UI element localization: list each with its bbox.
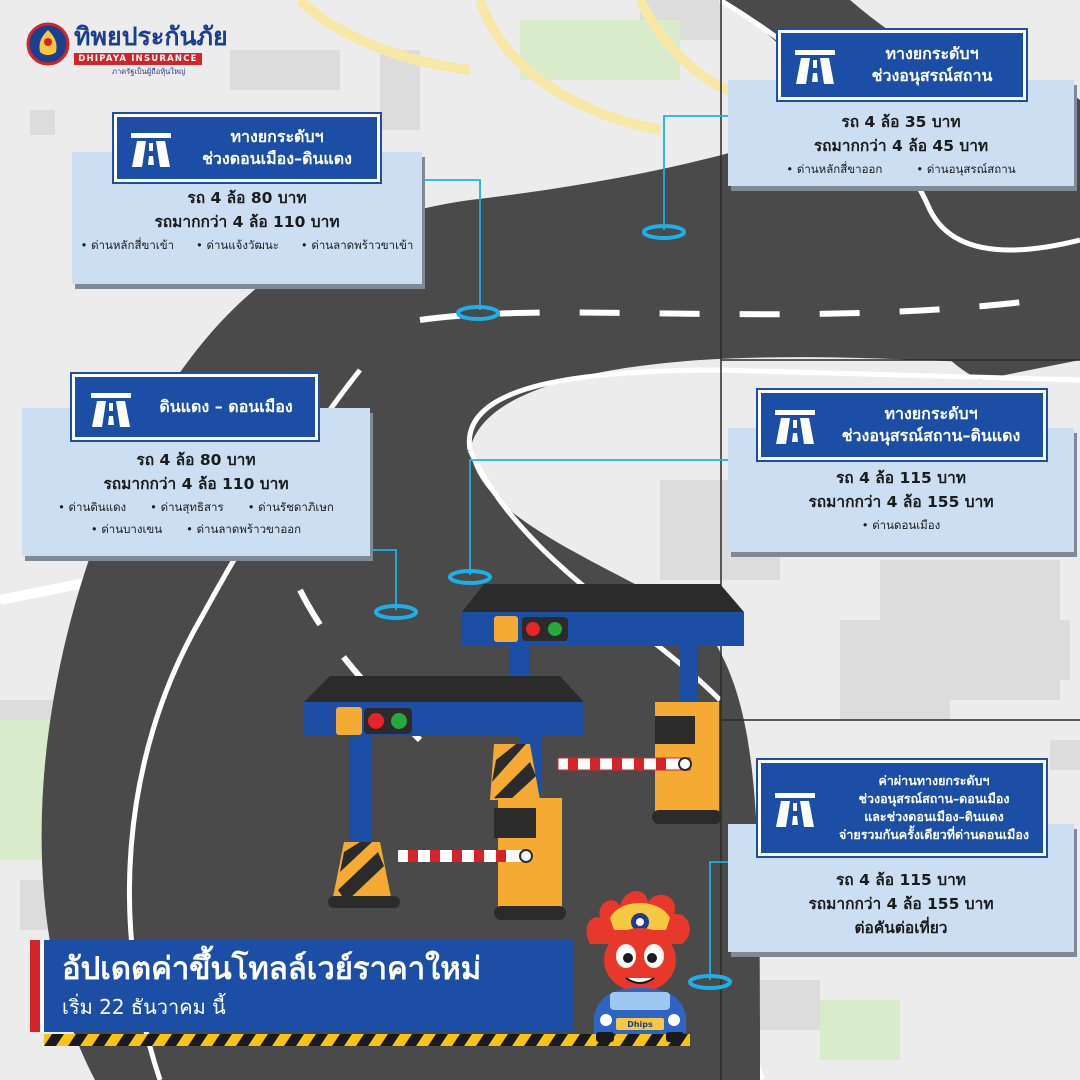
card-title-line: ช่วงดอนเมือง–ดินแดง [202, 149, 352, 168]
banner-accent-bar [30, 940, 44, 1032]
price-4-wheel: รถ 4 ล้อ 80 บาท [136, 451, 256, 469]
banner-headline: อัปเดตค่าขึ้นโทลล์เวย์ราคาใหม่ [62, 951, 482, 987]
price-over-4-wheel: รถมากกว่า 4 ล้อ 110 บาท [154, 213, 340, 231]
card-title-line: ทางยกระดับฯ [884, 404, 978, 424]
price-over-4-wheel: รถมากกว่า 4 ล้อ 45 บาท [813, 137, 989, 155]
toll-booth-back [462, 584, 744, 824]
toll-gate: ด่านลาดพร้าวขาออก [186, 518, 302, 540]
card-title-line: ดินแดง – ดอนเมือง [159, 397, 293, 417]
highway-icon [775, 793, 815, 827]
card-title-line: ทางยกระดับฯ [230, 127, 324, 147]
toll-gate: ด่านแจ้งวัฒนะ [196, 234, 278, 256]
price-4-wheel: รถ 4 ล้อ 35 บาท [841, 113, 961, 131]
toll-gate: ด่านหลักสี่ขาออก [786, 158, 883, 180]
card-title: ค่าผ่านทางยกระดับฯ ช่วงอนุสรณ์สถาน–ดอนเม… [839, 772, 1029, 845]
card-body: รถ 4 ล้อ 115 บาท รถมากกว่า 4 ล้อ 155 บาท… [728, 868, 1074, 940]
card-title: ทางยกระดับฯ ช่วงอนุสรณ์สถาน–ดินแดง [842, 403, 1021, 446]
card-title: ดินแดง – ดอนเมือง [159, 396, 292, 418]
toll-gate-list: ด่านหลักสี่ขาออก ด่านอนุสรณ์สถาน [728, 158, 1074, 180]
price-4-wheel: รถ 4 ล้อ 115 บาท [835, 469, 966, 487]
price-over-4-wheel: รถมากกว่า 4 ล้อ 110 บาท [103, 475, 289, 493]
card-body: รถ 4 ล้อ 35 บาท รถมากกว่า 4 ล้อ 45 บาท ด… [728, 110, 1074, 180]
card-header-anusorn-sathan: ทางยกระดับฯ ช่วงอนุสรณ์สถาน [778, 30, 1026, 100]
mascot-icon: Dhips [586, 891, 690, 1042]
banner-panel [44, 940, 574, 1032]
banner-subline: เริ่ม 22 ธันวาคม นี้ [62, 995, 226, 1019]
card-title-line: และช่วงดอนเมือง–ดินแดง [864, 809, 1004, 824]
toll-gate: ด่านบางเขน [91, 518, 162, 540]
toll-gate: ด่านดินแดง [58, 496, 127, 518]
card-header-din-daeng-don-mueang: ดินแดง – ดอนเมือง [72, 374, 318, 440]
card-body: รถ 4 ล้อ 80 บาท รถมากกว่า 4 ล้อ 110 บาท … [22, 448, 370, 540]
card-header-don-mueang-din-daeng: ทางยกระดับฯ ช่วงดอนเมือง–ดินแดง [114, 114, 380, 182]
card-header-combined: ค่าผ่านทางยกระดับฯ ช่วงอนุสรณ์สถาน–ดอนเม… [758, 760, 1046, 856]
price-4-wheel: รถ 4 ล้อ 115 บาท [835, 871, 966, 889]
card-header-anusorn-sathan-din-daeng: ทางยกระดับฯ ช่วงอนุสรณ์สถาน–ดินแดง [758, 390, 1046, 460]
highway-icon [795, 50, 835, 84]
hazard-stripe [44, 1034, 690, 1046]
highway-icon [775, 410, 815, 444]
card-title-line: จ่ายรวมกันครั้งเดียวที่ด่านดอนเมือง [839, 827, 1029, 843]
card-title: ทางยกระดับฯ ช่วงอนุสรณ์สถาน [872, 43, 993, 86]
garuda-emblem-icon [26, 22, 70, 66]
toll-gate: ด่านหลักสี่ขาเข้า [81, 234, 174, 256]
toll-gate: ด่านดอนเมือง [862, 514, 940, 536]
card-title-line: ช่วงอนุสรณ์สถาน–ดอนเมือง [858, 790, 1010, 806]
toll-gate: ด่านรัชดาภิเษก [248, 496, 334, 518]
toll-gate-list: ด่านหลักสี่ขาเข้า ด่านแจ้งวัฒนะ ด่านลาดพ… [72, 234, 422, 256]
headline-banner: อัปเดตค่าขึ้นโทลล์เวย์ราคาใหม่ เริ่ม 22 … [30, 936, 690, 1048]
price-note: ต่อคันต่อเที่ยว [854, 919, 948, 937]
card-title-line: ค่าผ่านทางยกระดับฯ [878, 772, 990, 788]
toll-gate: ด่านลาดพร้าวขาเข้า [301, 234, 413, 256]
highway-icon [131, 133, 171, 167]
brand-slogan: ภาครัฐเป็นผู้ถือหุ้นใหญ่ [112, 67, 186, 76]
price-4-wheel: รถ 4 ล้อ 80 บาท [187, 189, 307, 207]
card-title-line: ทางยกระดับฯ [885, 44, 979, 64]
brand-name-th: ทิพยประกันภัย [74, 22, 228, 51]
toll-gate: ด่านสุทธิสาร [150, 496, 224, 518]
toll-gate-list: ด่านดอนเมือง [728, 514, 1074, 536]
highway-icon [91, 393, 131, 427]
car-plate: Dhips [627, 1020, 653, 1029]
card-title: ทางยกระดับฯ ช่วงดอนเมือง–ดินแดง [202, 126, 352, 169]
card-title-line: ช่วงอนุสรณ์สถาน [871, 66, 993, 85]
card-title-line: ช่วงอนุสรณ์สถาน–ดินแดง [841, 426, 1021, 445]
card-body: รถ 4 ล้อ 80 บาท รถมากกว่า 4 ล้อ 110 บาท … [72, 186, 422, 256]
toll-gate-list: ด่านดินแดง ด่านสุทธิสาร ด่านรัชดาภิเษก ด… [22, 496, 370, 540]
brand-logo: ทิพยประกันภัย DHIPAYA INSURANCE ภาครัฐเป… [26, 22, 228, 82]
card-body: รถ 4 ล้อ 115 บาท รถมากกว่า 4 ล้อ 155 บาท… [728, 466, 1074, 536]
brand-name-en: DHIPAYA INSURANCE [74, 53, 202, 65]
price-over-4-wheel: รถมากกว่า 4 ล้อ 155 บาท [808, 493, 994, 511]
toll-gate: ด่านอนุสรณ์สถาน [916, 158, 1016, 180]
toll-booth-front [304, 676, 584, 920]
price-over-4-wheel: รถมากกว่า 4 ล้อ 155 บาท [808, 895, 994, 913]
